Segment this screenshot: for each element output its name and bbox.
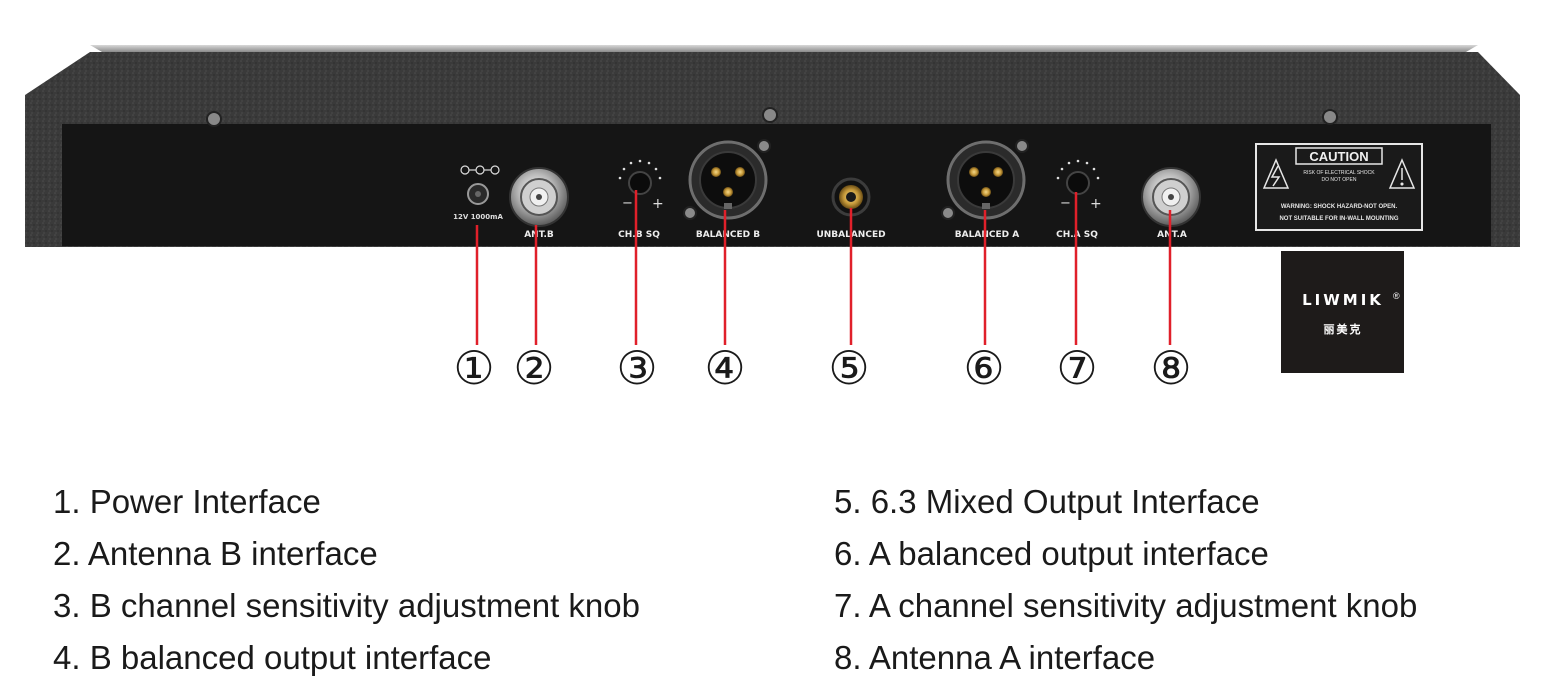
plus-label: + (1090, 196, 1102, 212)
ch-b-sq-label: CH.B SQ (618, 230, 660, 240)
screw-icon (206, 111, 222, 127)
legend-left-column: 1. Power Interface 2. Antenna B interfac… (53, 476, 640, 684)
caution-title: CAUTION (1309, 149, 1368, 164)
callout-8: ⑧ (1150, 341, 1191, 395)
ch-b-sensitivity-knob: − + CH.B SQ (618, 159, 664, 240)
legend-item: 8. Antenna A interface (834, 639, 1156, 676)
callout-3: ③ (616, 341, 657, 395)
top-lip (90, 45, 1478, 52)
balanced-b-xlr: BALANCED B (683, 139, 771, 240)
legend-item: 3. B channel sensitivity adjustment knob (53, 587, 640, 624)
legend-item: 1. Power Interface (53, 483, 321, 520)
caution-sub-1: RISK OF ELECTRICAL SHOCK (1303, 170, 1375, 176)
callout-4: ④ (704, 341, 745, 395)
top-surface (25, 52, 1520, 95)
legend-item: 5. 6.3 Mixed Output Interface (834, 483, 1260, 520)
brand-logo: LIWMIK ® 丽美克 (1281, 251, 1404, 373)
power-rating-label: 12V 1000mA (453, 213, 503, 221)
antenna-b-bnc: ANT.B (509, 167, 569, 240)
callout-7: ⑦ (1056, 341, 1097, 395)
caution-sub-2: DO NOT OPEN (1322, 177, 1357, 183)
electric-hazard-icon (1262, 158, 1290, 189)
legend-item: 6. A balanced output interface (834, 535, 1269, 572)
balanced-a-xlr: BALANCED A (941, 139, 1029, 240)
brand-name-chinese: 丽美克 (1323, 323, 1363, 336)
legend-item: 2. Antenna B interface (53, 535, 378, 572)
registered-mark: ® (1393, 291, 1400, 301)
screw-icon (762, 107, 778, 123)
legend-item: 4. B balanced output interface (53, 639, 492, 676)
balanced-a-label: BALANCED A (955, 230, 1019, 240)
minus-label: − (1060, 196, 1071, 211)
callout-2: ② (513, 341, 554, 395)
legend-item: 7. A channel sensitivity adjustment knob (834, 587, 1418, 624)
screw-icon (1322, 109, 1338, 125)
minus-label: − (622, 196, 633, 211)
ant-a-label: ANT.A (1157, 230, 1187, 240)
power-jack: 12V 1000mA (453, 165, 503, 221)
warning-exclamation-icon (1388, 158, 1416, 189)
callout-lines (475, 190, 1172, 345)
balanced-b-label: BALANCED B (696, 230, 760, 240)
device-rear-panel-illustration: 12V 1000mA ANT.B − + CH.B SQ BALANCED B (25, 45, 1520, 395)
panel-face (62, 124, 1491, 246)
ant-b-label: ANT.B (524, 230, 554, 240)
callout-5: ⑤ (828, 341, 869, 395)
brand-name: LIWMIK (1302, 291, 1384, 309)
caution-label: CAUTION RISK OF ELECTRICAL SHOCK DO NOT … (1255, 143, 1423, 231)
legend-right-column: 5. 6.3 Mixed Output Interface 6. A balan… (834, 476, 1417, 684)
callout-numbers: ① ② ③ ④ ⑤ ⑥ ⑦ ⑧ (453, 341, 1191, 395)
warning-line-2: NOT SUITABLE FOR IN-WALL MOUNTING (1279, 216, 1398, 222)
callout-6: ⑥ (963, 341, 1004, 395)
dc-polarity-icon (460, 165, 500, 175)
callout-1: ① (453, 341, 494, 395)
plus-label: + (652, 196, 664, 212)
warning-line-1: WARNING: SHOCK HAZARD-NOT OPEN. (1281, 204, 1398, 210)
